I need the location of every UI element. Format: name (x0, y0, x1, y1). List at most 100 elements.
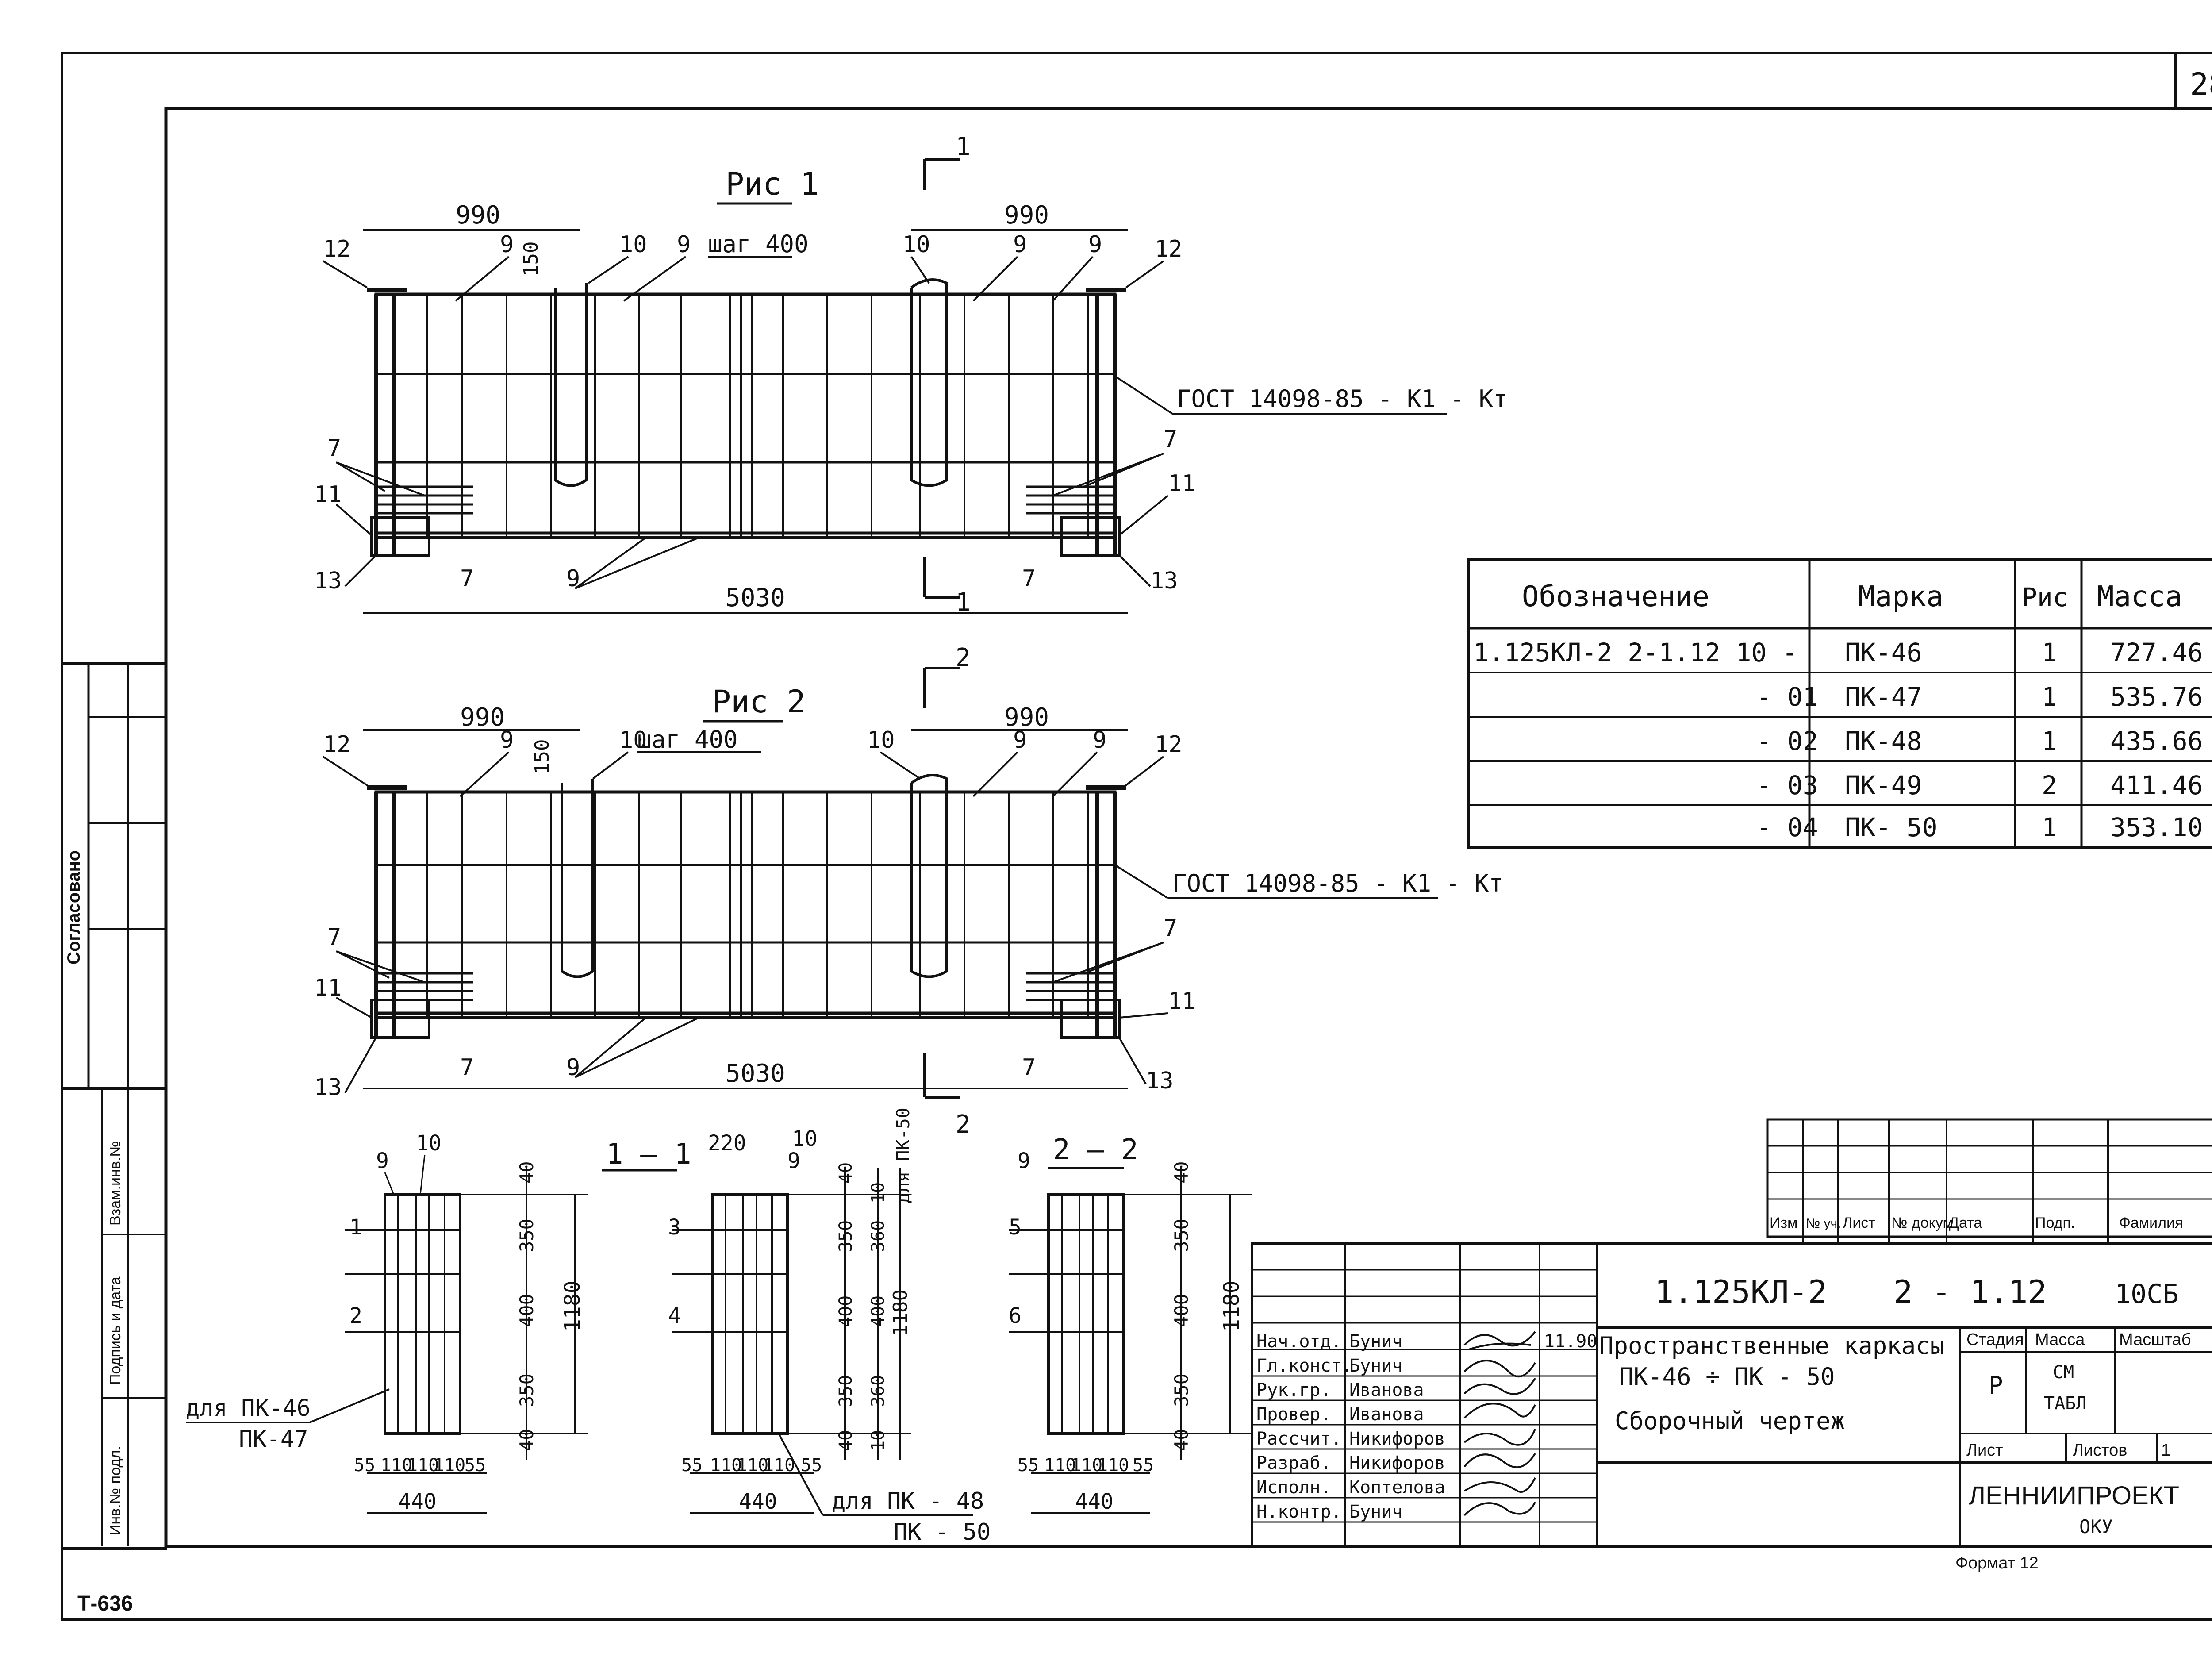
fig2-dim-total: 5030 (726, 1059, 785, 1088)
svg-text:12: 12 (323, 731, 351, 758)
svg-text:7: 7 (1164, 426, 1177, 453)
svg-text:Никифоров: Никифоров (1349, 1429, 1445, 1449)
fig1-dim-left: 990 (456, 201, 500, 230)
fig2-section-top: 2 (956, 643, 971, 672)
svg-text:Бунич: Бунич (1349, 1331, 1402, 1352)
svg-text:350: 350 (516, 1218, 538, 1252)
svg-text:Рук.гр.: Рук.гр. (1256, 1380, 1331, 1400)
format-label: Формат 12 (1955, 1554, 2039, 1572)
svg-text:9: 9 (1088, 231, 1102, 258)
svg-text:10: 10 (868, 1182, 888, 1203)
svg-text:№ докум: № докум (1891, 1215, 1953, 1231)
svg-text:2: 2 (349, 1303, 362, 1328)
svg-text:40: 40 (516, 1161, 538, 1184)
svg-text:4: 4 (668, 1303, 681, 1328)
title-line2: ПК-46 ÷ ПК - 50 (1619, 1363, 1835, 1391)
svg-text:12: 12 (323, 236, 351, 262)
svg-text:55: 55 (354, 1455, 375, 1476)
staff-rows: Нач.отд. Бунич Гл.конст. Бунич Рук.гр. И… (1252, 1331, 1597, 1523)
svg-text:7: 7 (1164, 915, 1177, 942)
replace-inv-label: Взам.инв.№ (107, 1141, 124, 1226)
svg-text:9: 9 (1018, 1149, 1030, 1173)
svg-text:ПК-46: ПК-46 (1845, 638, 1922, 668)
svg-text:40: 40 (836, 1430, 856, 1451)
svg-text:1: 1 (2161, 1441, 2170, 1460)
svg-text:440: 440 (398, 1489, 437, 1514)
fig1-section-top: 1 (956, 132, 971, 161)
svg-text:360: 360 (868, 1220, 888, 1252)
svg-text:350: 350 (516, 1373, 538, 1407)
svg-text:110: 110 (763, 1455, 795, 1476)
svg-text:1180: 1180 (560, 1280, 585, 1332)
svg-text:400: 400 (516, 1294, 538, 1327)
svg-text:Р: Р (1989, 1372, 2003, 1399)
svg-text:1180: 1180 (889, 1289, 912, 1336)
svg-text:Никифоров: Никифоров (1349, 1453, 1445, 1473)
svg-text:Рассчит.: Рассчит. (1256, 1429, 1342, 1449)
svg-text:350: 350 (836, 1375, 856, 1407)
svg-text:Нач.отд.: Нач.отд. (1256, 1331, 1342, 1352)
for-pk48: для ПК - 48 (832, 1488, 984, 1514)
svg-text:Фамилия: Фамилия (2119, 1215, 2183, 1231)
spec-header-designation: Обозначение (1522, 580, 1709, 613)
title-line3: Сборочный чертеж (1615, 1407, 1845, 1435)
svg-text:9: 9 (500, 231, 514, 258)
figure-2: Рис 2 2 (314, 643, 1503, 1139)
svg-text:ТАБЛ: ТАБЛ (2044, 1393, 2086, 1414)
svg-text:40: 40 (1171, 1161, 1192, 1184)
svg-text:40: 40 (516, 1429, 538, 1451)
fig2-dim-150: 150 (531, 739, 553, 774)
svg-text:9: 9 (677, 231, 691, 258)
svg-text:435.66: 435.66 (2110, 726, 2203, 756)
sign-date-label: Подпись и дата (107, 1276, 124, 1385)
svg-text:ПК-47: ПК-47 (1845, 682, 1922, 712)
svg-text:220: 220 (708, 1131, 746, 1156)
sections: 9 10 1 2 40 350 400 350 40 1180 55 110 1… (186, 1107, 1252, 1545)
agreed-label: Согласовано (64, 850, 84, 965)
svg-text:11: 11 (314, 481, 342, 508)
for-pk50-vertical: для ПК-50 (893, 1107, 914, 1203)
svg-text:5: 5 (1009, 1215, 1022, 1240)
svg-text:2: 2 (2042, 770, 2057, 800)
svg-text:6: 6 (1009, 1303, 1022, 1328)
spec-header-fig: Рис (2022, 582, 2068, 612)
svg-text:110: 110 (1044, 1455, 1076, 1476)
svg-text:12: 12 (1155, 236, 1183, 262)
svg-text:110: 110 (1097, 1455, 1129, 1476)
fig2-gost: ГОСТ 14098-85 - К1 - Кт (1172, 869, 1503, 897)
svg-text:Изм: Изм (1770, 1215, 1797, 1231)
svg-text:Иванова: Иванова (1349, 1380, 1424, 1400)
svg-text:Бунич: Бунич (1349, 1356, 1402, 1376)
fig2-dim-left: 990 (460, 703, 505, 732)
svg-text:1: 1 (2042, 812, 2057, 842)
svg-text:400: 400 (836, 1295, 856, 1327)
svg-text:13: 13 (314, 1074, 342, 1101)
svg-text:ПК-49: ПК-49 (1845, 770, 1922, 800)
svg-text:10: 10 (416, 1131, 442, 1156)
for-pk50: ПК - 50 (894, 1519, 991, 1545)
svg-text:7: 7 (460, 1054, 474, 1081)
doc-part: 2 - 1.12 (1893, 1273, 2047, 1311)
svg-text:2: 2 (956, 1110, 971, 1139)
svg-text:Иванова: Иванова (1349, 1404, 1424, 1425)
inv-orig-label: Инв.№ подл. (107, 1446, 124, 1535)
svg-text:55: 55 (1018, 1455, 1039, 1476)
side-stamp: Согласовано Взам.инв.№ Подпись и дата Ин… (61, 662, 167, 1550)
svg-text:11: 11 (1168, 470, 1196, 497)
svg-text:1: 1 (2042, 726, 2057, 756)
svg-text:Бунич: Бунич (1349, 1502, 1402, 1522)
svg-text:11: 11 (314, 975, 342, 1001)
svg-text:55: 55 (801, 1455, 822, 1476)
svg-text:11: 11 (1168, 988, 1196, 1015)
svg-text:- 04: - 04 (1756, 812, 1818, 842)
svg-text:40: 40 (1171, 1429, 1192, 1451)
fig1-gost: ГОСТ 14098-85 - К1 - Кт (1177, 385, 1508, 413)
svg-text:13: 13 (314, 568, 342, 594)
svg-text:7: 7 (327, 435, 341, 461)
doc-code: 1.125КЛ-2 (1655, 1273, 1827, 1311)
fig1-dim-total: 5030 (726, 584, 785, 612)
svg-text:110: 110 (407, 1455, 439, 1476)
fig1-step: шаг 400 (708, 230, 809, 258)
archive-code: Т-636 (77, 1592, 133, 1615)
svg-text:1: 1 (2042, 682, 2057, 712)
